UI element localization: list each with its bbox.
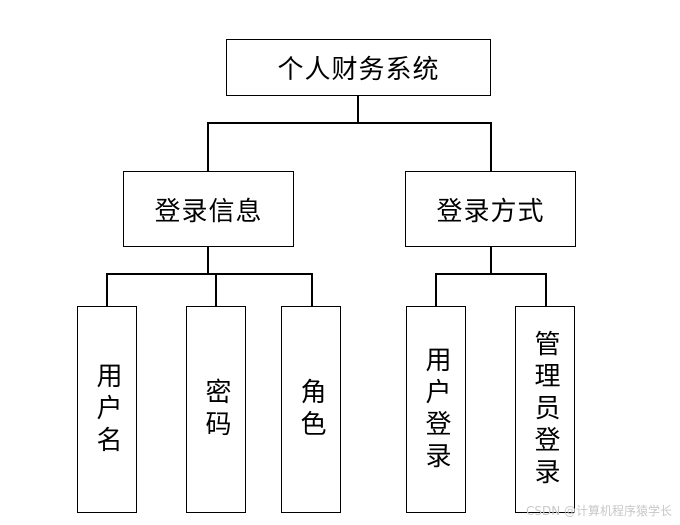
g2-child1-connector <box>435 273 437 307</box>
group1-connector-up <box>207 122 209 172</box>
leaf-label-user-login: 用户登录 <box>421 345 451 474</box>
leaf-node-username: 用户名 <box>77 306 137 513</box>
g1-child3-connector <box>311 273 313 307</box>
g1-child2-connector <box>215 273 217 307</box>
g2-child2-connector <box>545 273 547 307</box>
leaf-label-password: 密码 <box>201 377 231 442</box>
group-label-login-method: 登录方式 <box>436 196 545 227</box>
root-label: 个人财务系统 <box>277 55 440 85</box>
leaf-label-role: 角色 <box>296 377 326 442</box>
group2-bus <box>435 273 547 275</box>
group-node-login-method: 登录方式 <box>405 171 576 247</box>
group-label-login-info: 登录信息 <box>154 196 263 227</box>
group1-connector-down <box>207 245 209 274</box>
group2-connector-down <box>490 245 492 274</box>
group1-bus <box>106 273 313 275</box>
group-node-login-info: 登录信息 <box>123 171 294 247</box>
watermark-text: CSDN @计算机程序猿学长 <box>525 504 672 518</box>
leaf-label-admin-login: 管理员登录 <box>530 329 560 490</box>
leaf-label-username: 用户名 <box>92 361 122 458</box>
group2-connector-up <box>490 122 492 172</box>
root-connector-down <box>357 94 359 123</box>
leaf-node-password: 密码 <box>186 306 246 513</box>
leaf-node-role: 角色 <box>281 306 341 513</box>
leaf-node-admin-login: 管理员登录 <box>515 306 575 513</box>
level1-bus <box>207 122 492 124</box>
g1-child1-connector <box>106 273 108 307</box>
leaf-node-user-login: 用户登录 <box>406 306 466 513</box>
root-node: 个人财务系统 <box>226 39 491 96</box>
